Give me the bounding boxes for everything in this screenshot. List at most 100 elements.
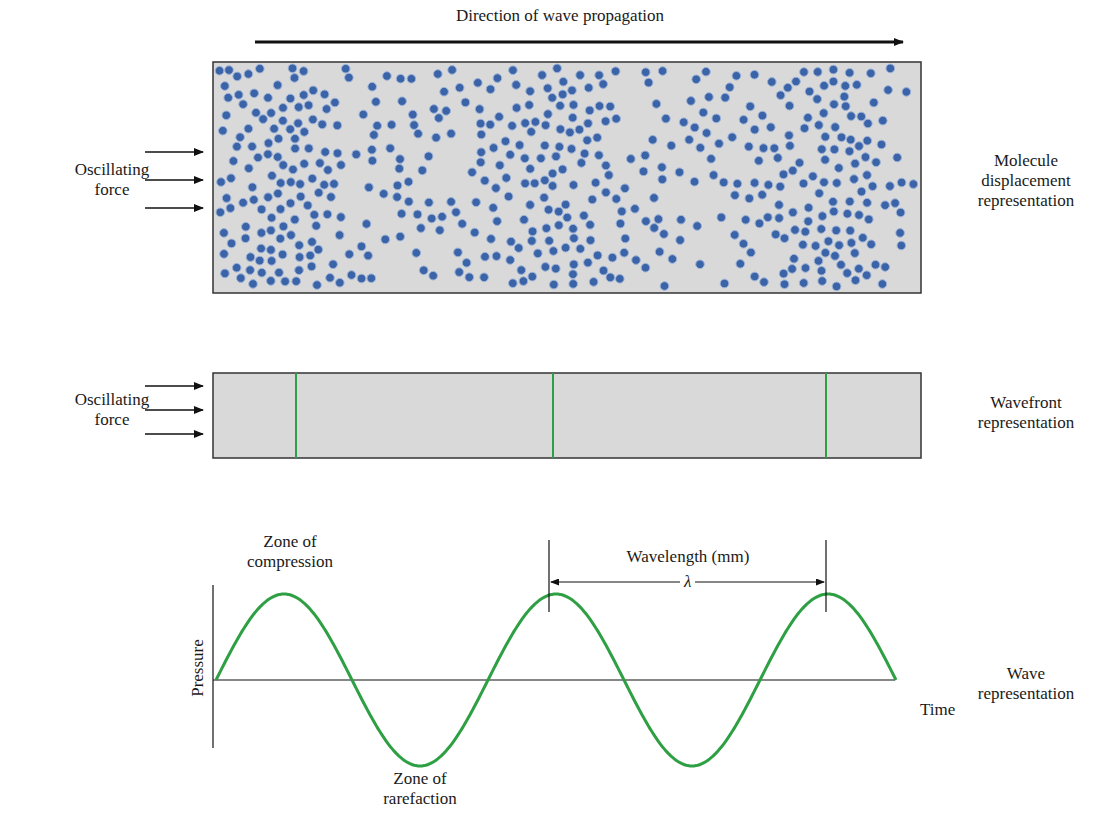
molecule-dot bbox=[667, 141, 676, 150]
molecule-dot bbox=[717, 213, 726, 222]
molecule-dot bbox=[410, 121, 419, 130]
molecule-dot bbox=[496, 161, 505, 170]
molecule-dot bbox=[677, 215, 686, 224]
molecule-dot bbox=[750, 272, 759, 281]
molecule-dot bbox=[775, 214, 784, 223]
molecule-dot bbox=[588, 195, 597, 204]
molecule-dot bbox=[254, 153, 263, 162]
molecule-dot bbox=[569, 280, 578, 289]
molecule-dot bbox=[835, 241, 844, 250]
molecule-dot bbox=[525, 101, 534, 110]
molecule-dot bbox=[733, 179, 742, 188]
molecule-dot bbox=[309, 86, 318, 95]
molecule-dot bbox=[843, 269, 852, 278]
molecule-dot bbox=[275, 268, 284, 277]
molecule-dot bbox=[851, 249, 860, 258]
molecule-dot bbox=[291, 134, 300, 143]
molecule-dot bbox=[330, 180, 339, 189]
molecule-dot bbox=[383, 72, 392, 81]
molecule-dot bbox=[508, 122, 517, 131]
molecule-dot bbox=[287, 231, 296, 240]
molecule-dot bbox=[367, 274, 376, 283]
molecule-dot bbox=[660, 230, 669, 239]
molecule-dot bbox=[736, 260, 745, 269]
molecule-dot bbox=[654, 215, 663, 224]
molecule-dot bbox=[337, 161, 346, 170]
molecule-dot bbox=[831, 123, 840, 132]
molecule-dot bbox=[891, 199, 900, 208]
molecule-dot bbox=[489, 144, 498, 153]
molecule-dot bbox=[552, 264, 561, 273]
molecule-dot bbox=[570, 260, 579, 269]
molecule-dot bbox=[549, 247, 558, 256]
molecule-dot bbox=[832, 282, 841, 291]
molecule-dot bbox=[580, 211, 589, 220]
molecule-dot bbox=[859, 234, 868, 243]
molecule-dot bbox=[226, 204, 235, 213]
molecule-dot bbox=[739, 240, 748, 249]
molecule-dot bbox=[216, 208, 225, 217]
molecule-dot bbox=[786, 142, 795, 151]
molecule-dot bbox=[641, 68, 650, 77]
molecule-dot bbox=[279, 222, 288, 231]
molecule-dot bbox=[850, 175, 859, 184]
molecule-dot bbox=[830, 100, 839, 109]
molecule-dot bbox=[567, 145, 576, 154]
molecule-dot bbox=[419, 266, 428, 275]
molecule-dot bbox=[608, 253, 617, 262]
molecule-dot bbox=[863, 198, 872, 207]
molecule-dot bbox=[304, 101, 313, 110]
molecule-dot bbox=[548, 94, 557, 103]
molecule-dot bbox=[474, 79, 483, 88]
molecule-dot bbox=[267, 226, 276, 235]
molecule-dot bbox=[764, 181, 773, 190]
molecule-dot bbox=[257, 229, 266, 238]
molecule-dot bbox=[896, 208, 905, 217]
molecule-dot bbox=[650, 194, 659, 203]
molecule-dot bbox=[404, 178, 413, 187]
wavelength-symbol: λ bbox=[680, 572, 695, 592]
molecule-dot bbox=[709, 171, 718, 180]
molecule-dot bbox=[521, 119, 530, 128]
molecule-dot bbox=[236, 133, 245, 142]
molecule-dot bbox=[305, 144, 314, 153]
force-label: Oscillating force bbox=[57, 390, 167, 430]
molecule-dot bbox=[381, 235, 390, 244]
molecule-dot bbox=[679, 118, 688, 127]
molecule-dot bbox=[493, 74, 502, 83]
molecule-dot bbox=[324, 166, 333, 175]
molecule-dot bbox=[489, 204, 498, 213]
molecule-dot bbox=[780, 280, 789, 289]
molecule-dot bbox=[540, 193, 549, 202]
molecule-dot bbox=[702, 67, 711, 76]
molecule-dot bbox=[576, 71, 585, 80]
molecule-dot bbox=[732, 72, 741, 81]
molecule-dot bbox=[276, 179, 285, 188]
molecule-dot bbox=[291, 144, 300, 153]
molecule-dot bbox=[465, 273, 474, 282]
zone-label: Zone of compression bbox=[235, 532, 345, 572]
molecule-dot bbox=[357, 274, 366, 283]
molecule-dot bbox=[817, 225, 826, 234]
molecule-dot bbox=[373, 121, 382, 130]
molecule-dot bbox=[897, 241, 906, 250]
molecule-dot bbox=[739, 116, 748, 125]
molecule-dot bbox=[831, 252, 840, 261]
molecule-dot bbox=[352, 150, 361, 159]
molecule-dot bbox=[544, 205, 553, 214]
molecule-dot bbox=[541, 176, 550, 185]
molecule-dot bbox=[658, 67, 667, 76]
molecule-dot bbox=[846, 197, 855, 206]
molecule-dot bbox=[267, 246, 276, 255]
molecule-dot bbox=[309, 115, 318, 124]
molecule-dot bbox=[248, 183, 257, 192]
molecule-dot bbox=[434, 70, 443, 79]
molecule-dot bbox=[276, 205, 285, 214]
molecule-dot bbox=[538, 71, 547, 80]
molecule-dot bbox=[220, 229, 229, 238]
molecule-dot bbox=[268, 171, 277, 180]
molecule-dot bbox=[248, 142, 257, 151]
molecule-dot bbox=[817, 267, 826, 276]
molecule-dot bbox=[436, 226, 445, 235]
molecule-dot bbox=[720, 279, 729, 288]
